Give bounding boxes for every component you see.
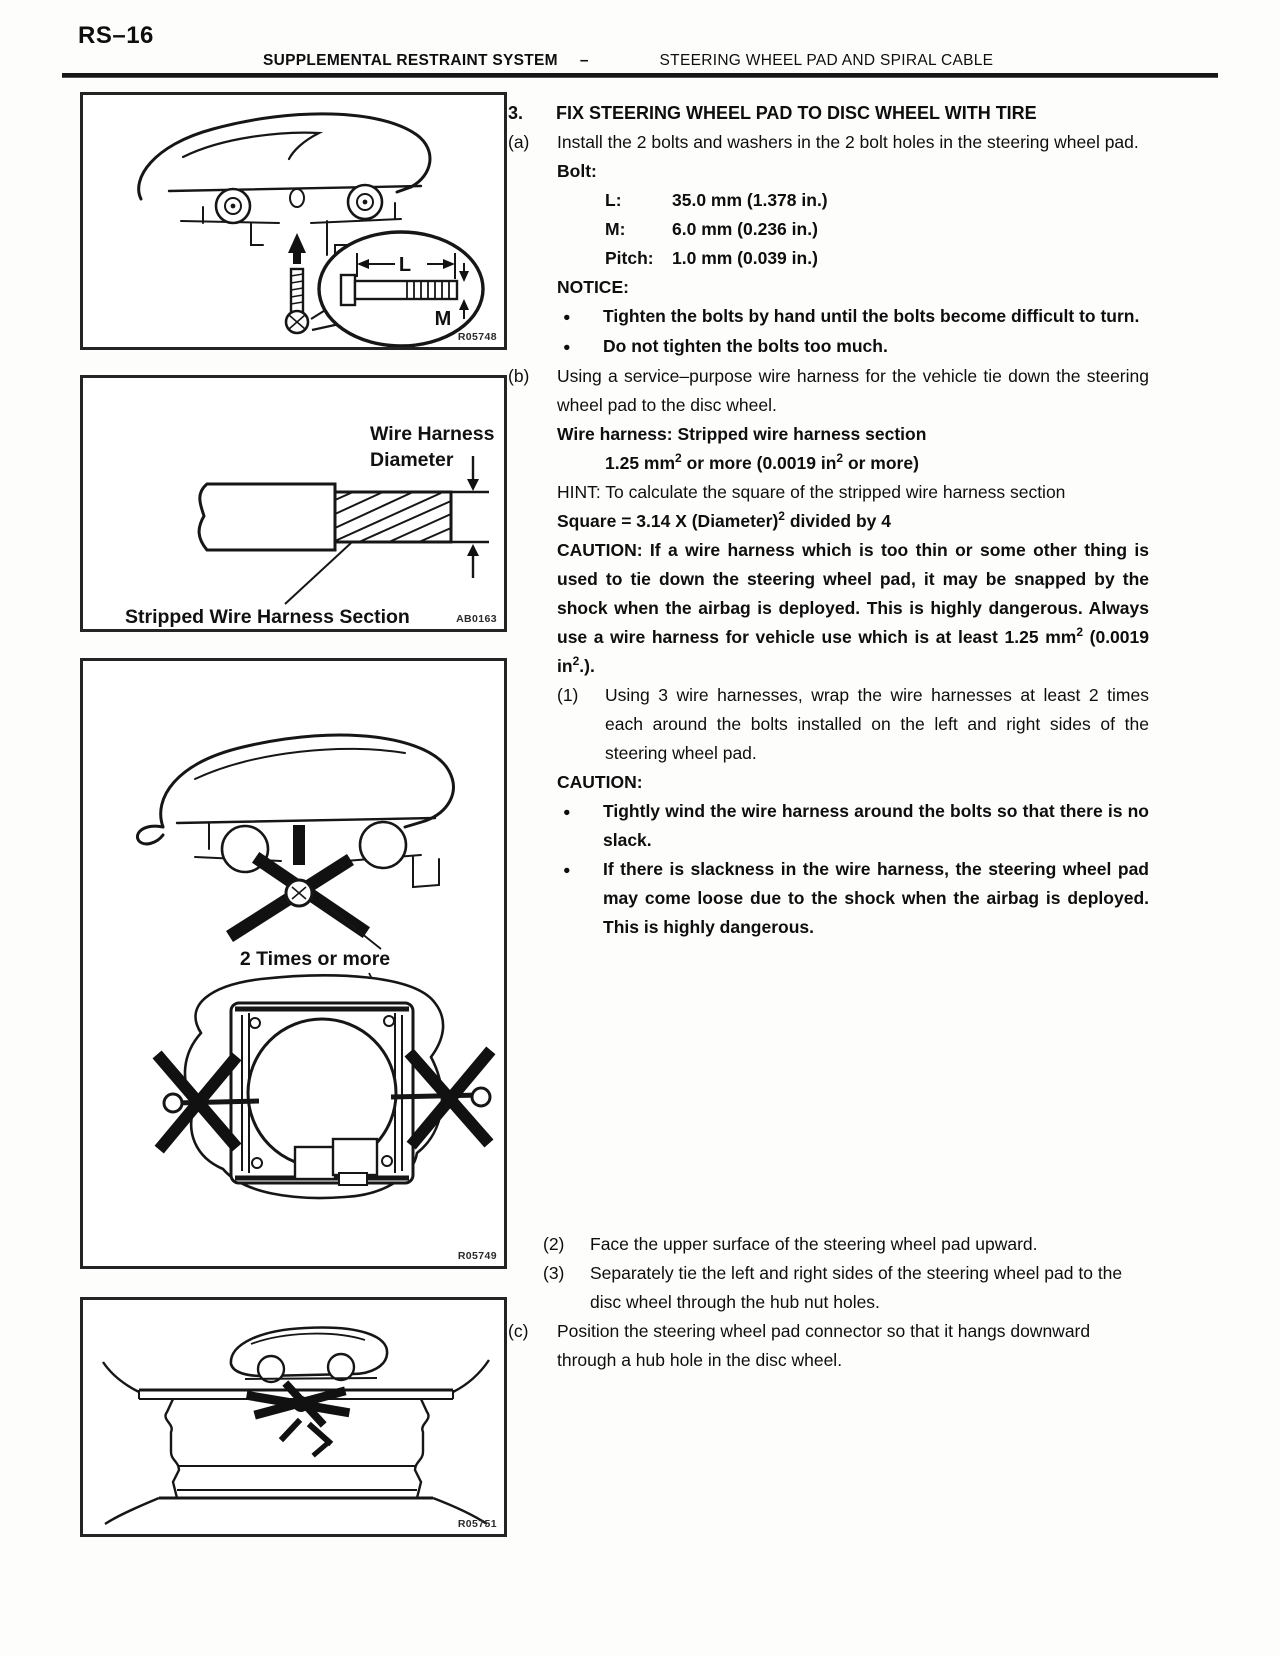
item-2-number: (2) [543, 1234, 565, 1254]
page-number: RS–16 [78, 22, 154, 49]
page-header: SUPPLEMENTAL RESTRAINT SYSTEM – STEERING W… [263, 52, 993, 70]
spec-value: 35.0 mm (1.378 in.) [672, 190, 828, 210]
item-b-number: (b) [508, 366, 530, 386]
figure-bolt-installation: L M R05748 [80, 92, 507, 350]
step-title: FIX STEERING WHEEL PAD TO DISC WHEEL WIT… [556, 103, 1037, 123]
item-a: (a) Install the 2 bolts and washers in t… [508, 128, 1149, 157]
wire-harness-diameter-label-line2: Diameter [370, 449, 454, 471]
item-2: (2) Face the upper surface of the steeri… [543, 1230, 1149, 1259]
step-number: 3. [508, 103, 524, 123]
caution-heading: CAUTION: [557, 772, 643, 792]
item-3-text: Separately tie the left and right sides … [590, 1263, 1123, 1312]
item-c-number: (c) [508, 1321, 529, 1341]
hint-text: HINT: To calculate the square of the str… [557, 482, 1066, 502]
item-1-number: (1) [557, 685, 579, 705]
procedure-text-lower: (2) Face the upper surface of the steeri… [508, 1230, 1149, 1375]
caution-bullet-1: ● Tightly wind the wire harness around t… [563, 797, 1149, 855]
disc-wheel-illustration [102, 1326, 490, 1525]
stripped-section-label: Stripped Wire Harness Section [125, 606, 410, 628]
item-1: (1) Using 3 wire harnesses, wrap the wir… [557, 681, 1149, 768]
figure-pad-on-disc-wheel: R05751 [80, 1297, 507, 1537]
procedure-text: 3. FIX STEERING WHEEL PAD TO DISC WHEEL … [508, 99, 1149, 942]
steering-pad-bolt-illustration: L M [137, 112, 485, 347]
wire-harness-illustration: Wire Harness Diameter Stripped Wire Harn… [125, 423, 495, 628]
item-a-text: Install the 2 bolts and washers in the 2… [557, 132, 1139, 152]
figure-harness-wrap: 2 Times or more [80, 658, 507, 1269]
item-b-text: Using a service–purpose wire harness for… [557, 366, 1149, 415]
caution-bullet-2: ● If there is slackness in the wire harn… [563, 855, 1149, 942]
caution-paragraph: CAUTION: If a wire harness which is too … [557, 540, 1149, 676]
harness-wrap-illustration: 2 Times or more [136, 733, 496, 1200]
bolt-spec-heading: Bolt: [557, 161, 597, 181]
bullet-text: If there is slackness in the wire harnes… [603, 859, 1149, 937]
item-1-text: Using 3 wire harnesses, wrap the wire ha… [605, 685, 1149, 763]
bullet-icon: ● [563, 310, 571, 324]
figure-code: AB0163 [456, 613, 497, 625]
item-a-number: (a) [508, 132, 530, 152]
bullet-text: Tightly wind the wire harness around the… [603, 801, 1149, 850]
figure-wire-harness-section: Wire Harness Diameter Stripped Wire Harn… [80, 375, 507, 632]
wire-harness-diameter-label-line1: Wire Harness [370, 423, 495, 445]
spec-label: M: [605, 219, 626, 239]
bullet-icon: ● [563, 863, 571, 877]
spec-label: L: [605, 190, 622, 210]
spec-value: 1.0 mm (0.039 in.) [672, 248, 818, 268]
notice-bullet-2: ● Do not tighten the bolts too much. [563, 332, 1149, 362]
item-b: (b) Using a service–purpose wire harness… [508, 362, 1149, 420]
notice-heading: NOTICE: [557, 277, 629, 297]
dimension-l-label: L [399, 254, 411, 276]
figure-code: R05749 [457, 1250, 497, 1262]
wire-harness-spec: 1.25 mm2 or more (0.0019 in2 or more) [605, 449, 1149, 478]
item-c-text: Position the steering wheel pad connecto… [557, 1321, 1091, 1370]
step-3-heading: 3. FIX STEERING WHEEL PAD TO DISC WHEEL … [508, 99, 1149, 128]
bullet-icon: ● [563, 805, 571, 819]
item-3-number: (3) [543, 1263, 565, 1283]
bullet-text: Do not tighten the bolts too much. [603, 336, 888, 356]
item-3: (3) Separately tie the left and right si… [543, 1259, 1149, 1317]
header-dash: – [579, 52, 589, 69]
bullet-text: Tighten the bolts by hand until the bolt… [603, 306, 1140, 326]
header-rule [62, 73, 1218, 78]
header-subsection-title: STEERING WHEEL PAD AND SPIRAL CABLE [659, 52, 994, 69]
spec-value: 6.0 mm (0.236 in.) [672, 219, 818, 239]
bolt-spec-m: M: 6.0 mm (0.236 in.) [605, 215, 1149, 244]
figure-code: R05751 [457, 1518, 497, 1530]
square-formula: Square = 3.14 X (Diameter)2 divided by 4 [557, 509, 891, 531]
bolt-spec-l: L: 35.0 mm (1.378 in.) [605, 186, 1149, 215]
figure-code: R05748 [457, 331, 497, 343]
dimension-m-label: M [435, 308, 452, 330]
notice-bullet-1: ● Tighten the bolts by hand until the bo… [563, 302, 1149, 332]
two-times-label: 2 Times or more [240, 948, 390, 970]
wire-spec-text: 1.25 mm2 or more (0.0019 in2 or more) [605, 451, 919, 473]
item-2-text: Face the upper surface of the steering w… [590, 1234, 1038, 1254]
bolt-spec-pitch: Pitch: 1.0 mm (0.039 in.) [605, 244, 1149, 273]
item-c: (c) Position the steering wheel pad conn… [508, 1317, 1149, 1375]
spec-label: Pitch: [605, 248, 654, 268]
bullet-icon: ● [563, 340, 571, 354]
wire-harness-heading: Wire harness: Stripped wire harness sect… [557, 424, 927, 444]
header-section-title: SUPPLEMENTAL RESTRAINT SYSTEM [263, 52, 558, 69]
